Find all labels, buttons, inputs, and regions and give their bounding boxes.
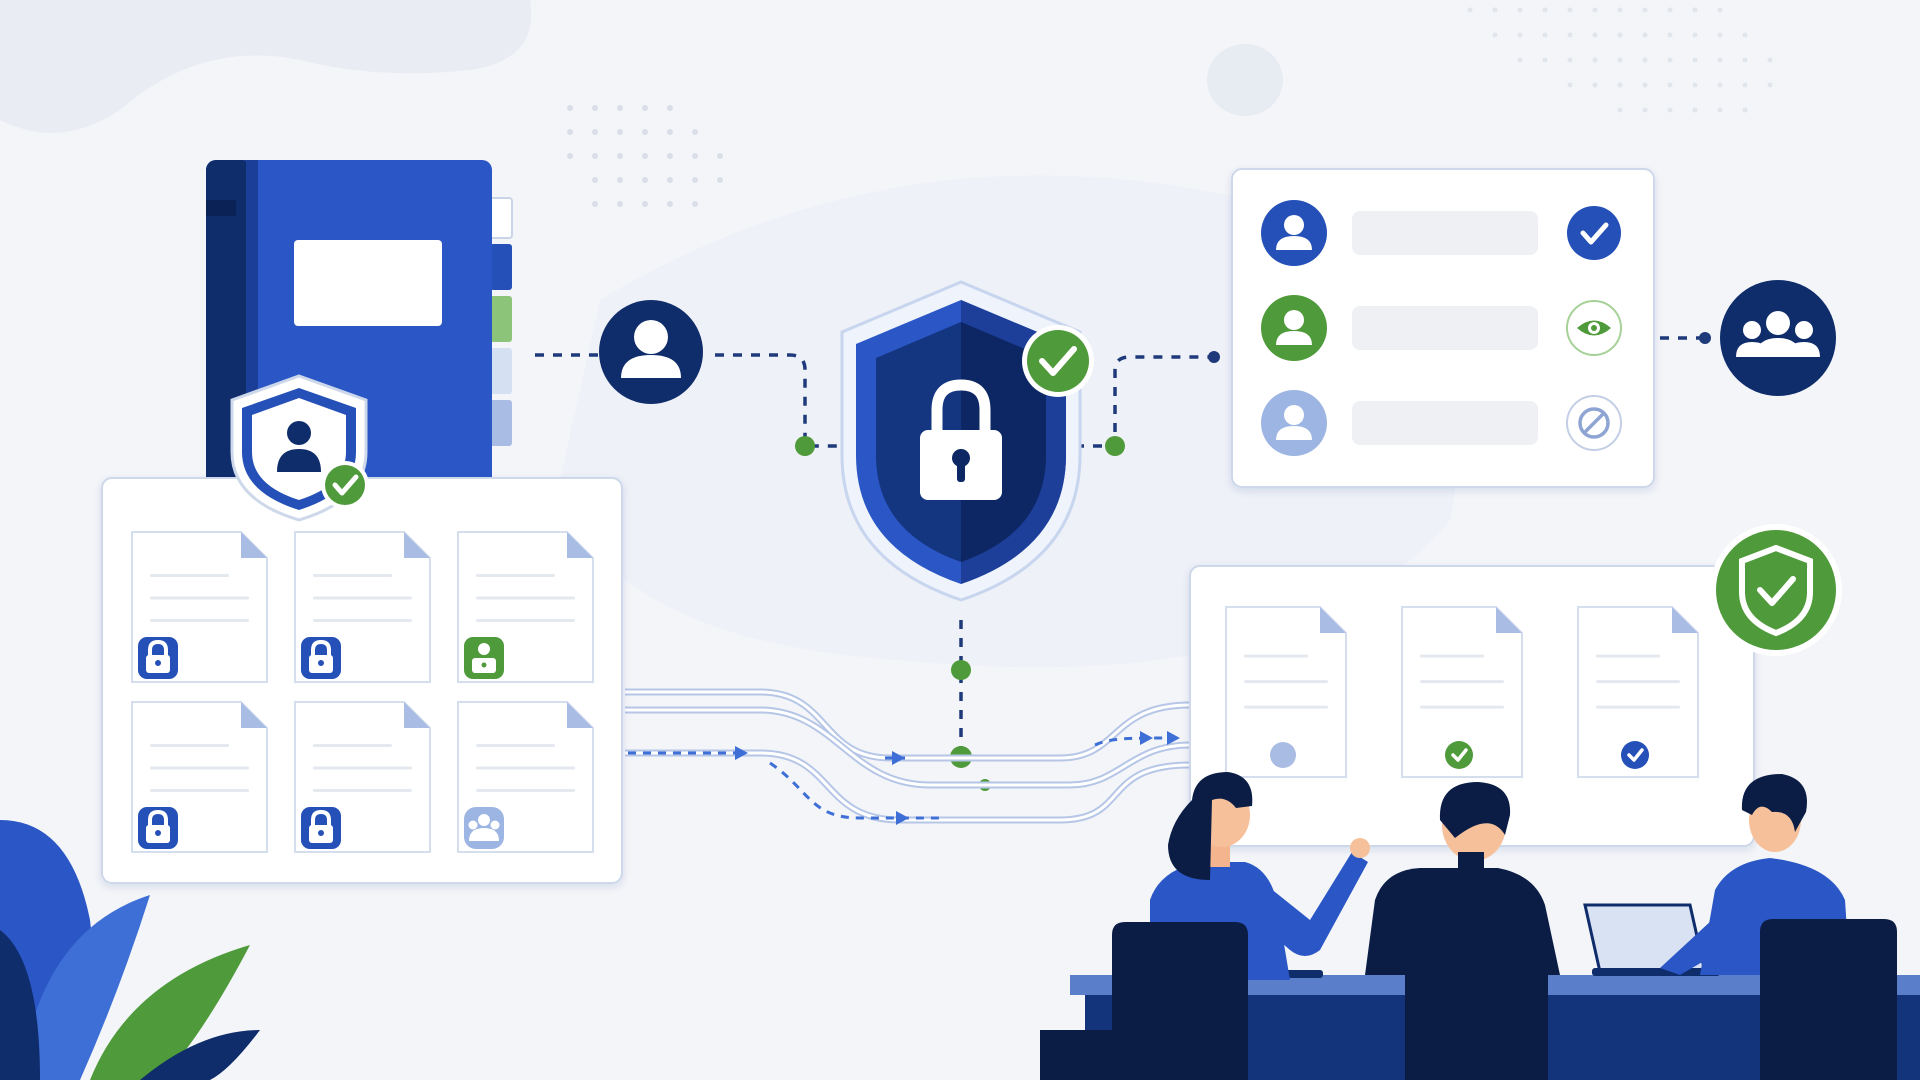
document-card [294,531,431,683]
check-badge-icon [1022,325,1094,397]
team-at-desk [1040,772,1920,1080]
dot-grid-right [1467,7,1773,113]
user-shield-check-icon [230,374,369,522]
access-row [1261,390,1622,456]
document-card [131,701,268,853]
approved-documents [1225,606,1699,778]
avatar-icon [1261,390,1327,456]
document-card [457,701,594,853]
user-lock-icon [464,637,504,679]
name-placeholder [1352,211,1538,255]
name-placeholder [1352,401,1538,445]
document-card [131,531,268,683]
eye-icon [1566,300,1622,356]
name-placeholder [1352,306,1538,350]
chairs [1040,915,1897,1080]
plant-decor [0,820,260,1080]
shield-check-icon [1710,524,1842,656]
check-icon [1567,206,1621,260]
padlock-shield-icon [840,280,1082,602]
connectors [535,336,1702,755]
access-row [1261,200,1621,266]
document-card [294,701,431,853]
dot-grid-top [567,105,723,207]
access-row [1261,295,1622,361]
lock-icon [301,637,341,679]
access-list-rows [1261,200,1622,456]
lock-icon [138,637,178,679]
flow-arrows [735,731,1180,825]
connector-end-dot [1699,332,1711,344]
repository-documents [131,531,594,853]
group-lock-icon [464,807,504,849]
user-node-icon [599,300,703,404]
document-card [457,531,594,683]
connector-end-dot [1208,351,1220,363]
avatar-icon [1261,295,1327,361]
lock-icon [301,807,341,849]
document-card [1577,606,1699,778]
pending-dot-icon [1270,742,1296,768]
document-card [1401,606,1523,778]
green-check-icon [1445,741,1473,769]
data-flow-lines [625,688,1191,824]
blocked-icon [1566,395,1622,451]
lock-icon [138,807,178,849]
document-card [1225,606,1347,778]
avatar-icon [1261,200,1327,266]
users-group-icon [1720,280,1836,396]
blue-check-icon [1621,741,1649,769]
